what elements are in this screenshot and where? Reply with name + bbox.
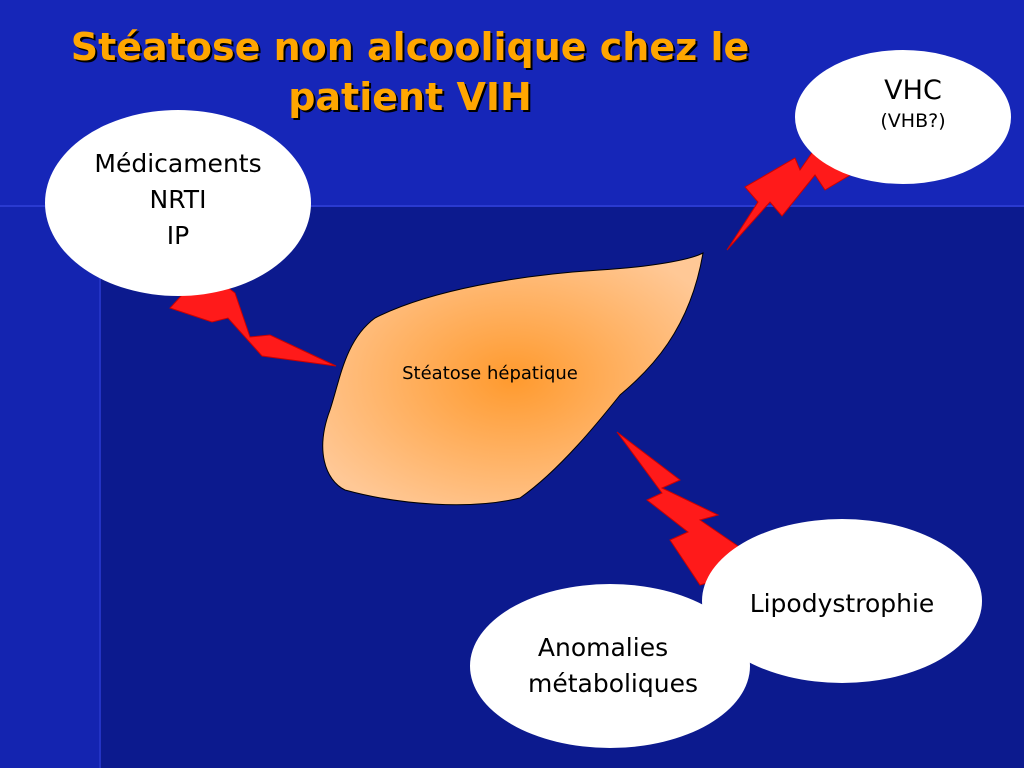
node-vhc-line-2: (VHB?) [880,110,946,132]
node-medicaments-line-1: Médicaments [94,149,262,178]
node-anomalies-line-2: métaboliques [527,669,699,698]
liver-shape [322,252,704,506]
ellipse-anomalies [470,584,750,748]
slide-title-line-2: patient VIH [288,75,532,119]
lightning-bolt-medicaments [169,269,337,367]
node-medicaments: Médicaments NRTI IP [58,146,298,254]
background-divider-horizontal [0,205,1024,207]
node-anomalies-line-1: Anomalies [537,633,669,662]
node-medicaments-line-3: IP [166,221,190,250]
ellipse-lipodystrophie [702,519,982,683]
background-divider-vertical [99,206,101,768]
slide-title: Stéatose non alcoolique chez le patient … [20,22,800,122]
node-liver-label: Stéatose hépatique [402,363,578,384]
ellipse-medicaments [45,110,311,296]
ellipse-vhc [795,50,1011,184]
node-vhc-line-1: VHC [884,75,942,106]
slide-title-line-1: Stéatose non alcoolique chez le [70,25,750,69]
background-left-band [0,206,100,768]
node-medicaments-line-2: NRTI [149,185,207,214]
node-vhc: VHC (VHB?) [833,73,993,133]
node-anomalies: Anomalies métaboliques [488,630,738,702]
node-lipodystrophie: Lipodystrophie [749,589,935,618]
